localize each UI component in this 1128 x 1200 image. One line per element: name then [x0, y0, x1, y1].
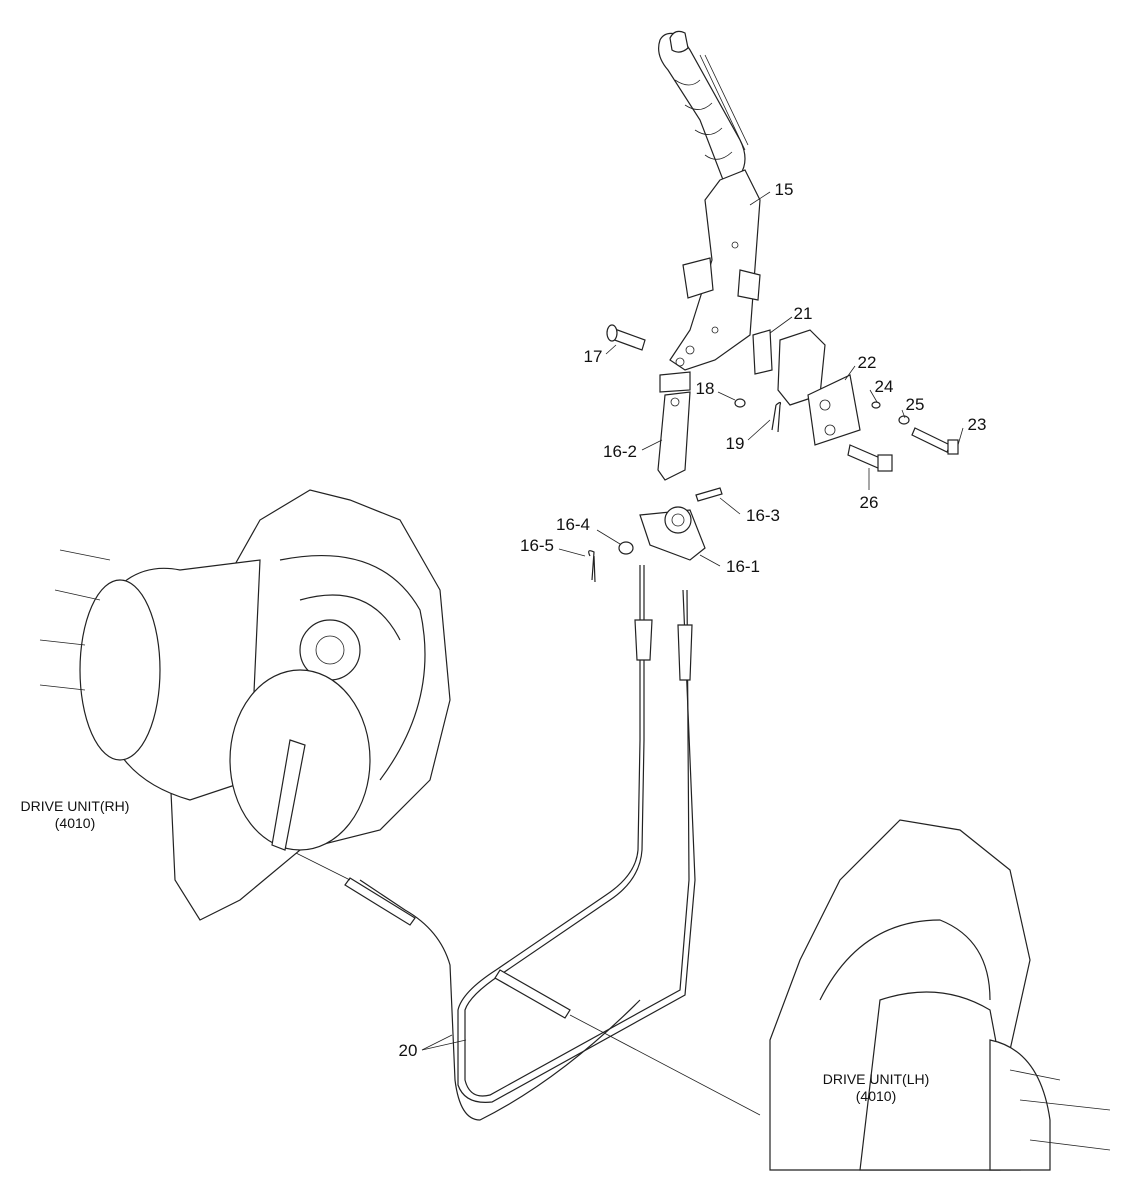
callout-21: 21	[793, 304, 813, 323]
switch-21	[752, 329, 773, 375]
callout-16-2: 16-2	[602, 442, 638, 461]
drive-unit-lh-code: (4010)	[855, 1088, 897, 1104]
callout-16-3: 16-3	[745, 506, 781, 525]
callout-16-5: 16-5	[519, 536, 555, 555]
drive-unit-rh-label: DRIVE UNIT(RH) (4010)	[21, 798, 130, 832]
callout-24: 24	[874, 377, 894, 396]
drive-unit-rh-code: (4010)	[54, 815, 96, 831]
callout-15: 15	[774, 180, 794, 199]
plate-22	[807, 374, 861, 446]
callout-22: 22	[857, 353, 877, 372]
washer-18	[734, 398, 746, 408]
drive-unit-lh-name: DRIVE UNIT(LH)	[822, 1071, 930, 1087]
callout-16-4: 16-4	[555, 515, 591, 534]
drive-unit-rh	[39, 489, 451, 921]
brake-lever	[658, 30, 761, 371]
leader-lines	[421, 191, 964, 1051]
drive-unit-lh-label: DRIVE UNIT(LH) (4010)	[823, 1071, 930, 1105]
callout-20: 20	[398, 1041, 418, 1060]
callout-23: 23	[967, 415, 987, 434]
callout-17: 17	[583, 347, 603, 366]
callout-25: 25	[905, 395, 925, 414]
callout-18: 18	[695, 379, 715, 398]
bolt-26	[847, 444, 881, 469]
callout-19: 19	[725, 434, 745, 453]
callout-26: 26	[859, 493, 879, 512]
callout-16-1: 16-1	[725, 557, 761, 576]
parking-brake-cable-20	[289, 565, 761, 1121]
drive-unit-lh	[769, 819, 1111, 1171]
drive-unit-rh-name: DRIVE UNIT(RH)	[20, 798, 130, 814]
bolt-23	[911, 427, 951, 453]
clevis-16-2	[657, 391, 691, 481]
